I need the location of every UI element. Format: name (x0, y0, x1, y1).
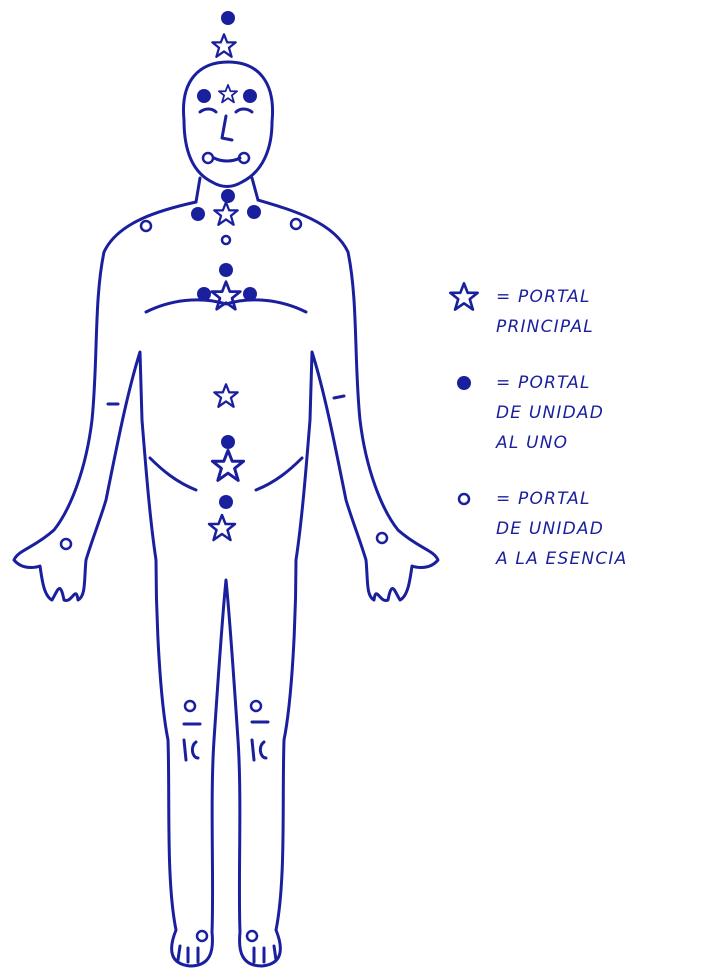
star-icon (212, 450, 243, 480)
star-icon (214, 384, 237, 407)
filled-dot-icon (219, 495, 233, 509)
right-hip-crease (256, 458, 302, 490)
hollow-circle-icon (247, 931, 257, 941)
filled-dot-icon (221, 11, 235, 25)
hollow-circle-icon (251, 701, 261, 711)
hollow-circle-icon (61, 539, 71, 549)
star-icon (209, 515, 235, 540)
legend-entry-principal: = PORTAL PRINCIPAL (448, 282, 698, 342)
filled-dot-icon (197, 287, 211, 301)
unity-dots (191, 11, 261, 509)
filled-dot-icon (221, 189, 235, 203)
hollow-circle-icon (185, 701, 195, 711)
hollow-circle-icon (377, 533, 387, 543)
legend-text-unity-essence: = PORTAL DE UNIDAD A LA ESENCIA (496, 484, 698, 574)
hollow-circle-icon (291, 219, 301, 229)
legend-entry-unity-one: = PORTAL DE UNIDAD AL UNO (448, 368, 698, 458)
star-icon (448, 282, 488, 312)
filled-dot-icon (197, 89, 211, 103)
filled-dot-icon (448, 368, 488, 398)
nose (222, 116, 232, 140)
star-icon (212, 34, 235, 57)
filled-dot-icon (243, 89, 257, 103)
legend-text-unity-one: = PORTAL DE UNIDAD AL UNO (496, 368, 698, 458)
legend: = PORTAL PRINCIPAL = PORTAL DE UNIDAD AL… (448, 282, 698, 600)
filled-dot-icon (219, 263, 233, 277)
left-hip-crease (150, 458, 196, 490)
left-eye (200, 109, 216, 112)
hollow-circle-icon (203, 153, 213, 163)
hollow-circle-icon (197, 931, 207, 941)
body-outline (14, 200, 438, 966)
hollow-circle-icon (141, 221, 151, 231)
mouth (214, 158, 240, 161)
hollow-circle-icon (222, 236, 230, 244)
legend-text-principal: = PORTAL PRINCIPAL (496, 282, 698, 342)
right-knee-detail (252, 740, 266, 760)
star-icon (214, 202, 237, 225)
hollow-circle-icon (448, 484, 488, 514)
filled-dot-icon (243, 287, 257, 301)
neck-right (252, 178, 258, 200)
right-foot-toes (254, 946, 276, 962)
filled-dot-icon (221, 435, 235, 449)
left-knee-detail (184, 740, 198, 760)
right-elbow-mark (334, 396, 344, 398)
neck-left (196, 178, 200, 202)
star-icon (219, 85, 237, 103)
legend-entry-unity-essence: = PORTAL DE UNIDAD A LA ESENCIA (448, 484, 698, 574)
left-foot-toes (178, 946, 198, 962)
right-eye (236, 109, 252, 112)
filled-dot-icon (247, 205, 261, 219)
head-outline (183, 62, 272, 187)
filled-dot-icon (191, 207, 205, 221)
